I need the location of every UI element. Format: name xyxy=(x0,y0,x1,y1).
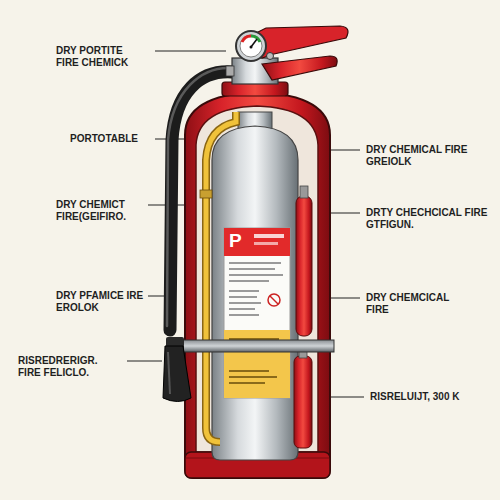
gas-cartridge xyxy=(294,356,312,448)
hose-fitting xyxy=(226,66,234,76)
gas-cartridge xyxy=(296,196,312,336)
leader-line xyxy=(155,51,226,52)
gauge-hub xyxy=(250,46,253,49)
label-holder: RISRELUIJT, 300 K xyxy=(370,391,494,403)
leader-line xyxy=(127,361,162,362)
tube-fitting xyxy=(200,190,212,198)
part-label: RISRELUIJT, 300 K xyxy=(370,391,494,403)
label-holder: DRY CHEMICT FIRE(GEIFIRO. xyxy=(56,199,156,223)
label-holder: P xyxy=(229,229,253,253)
label-holder: DRTY CHECHCICAL FIRE GTFIGUN. xyxy=(366,207,488,231)
label-holder: DRY CHEMICAL FIRE GREIOLK xyxy=(366,144,478,168)
carry-handle xyxy=(262,56,337,80)
body-shell xyxy=(185,92,330,478)
part-label: DRY CHEMICT FIRE(GEIFIRO. xyxy=(56,199,156,223)
label-holder: DRY CHEMCICAL FIRE xyxy=(366,292,466,316)
siphon-tube-edge xyxy=(206,112,236,442)
hose xyxy=(170,72,232,330)
part-label: DRTY CHECHCICAL FIRE GTFIGUN. xyxy=(366,207,488,231)
siphon-tube xyxy=(206,112,236,442)
tank-letter: P xyxy=(229,229,253,253)
part-label: DRY CHEMCICAL FIRE xyxy=(366,292,466,316)
gauge-face xyxy=(240,35,262,57)
part-label: DRY PORTITE FIRE CHEMICK xyxy=(56,45,148,69)
inner-cylinder xyxy=(212,126,298,460)
pivot-pin xyxy=(267,53,274,60)
hose-highlight xyxy=(167,68,230,326)
label-holder: RISREDRERIGR. FIRE FELICLO. xyxy=(18,355,122,379)
gauge-red-zone xyxy=(242,36,251,42)
label-holder: DRY PFAMICE IRE EROLOK xyxy=(56,290,148,314)
leader-line xyxy=(148,296,164,297)
label-holder: PORTOTABLE xyxy=(70,133,160,145)
label-holder: DRY PORTITE FIRE CHEMICK xyxy=(56,45,148,69)
part-label: RISREDRERIGR. FIRE FELICLO. xyxy=(18,355,122,379)
part-label: DRY CHEMICAL FIRE GREIOLK xyxy=(366,144,478,168)
cylinder-label xyxy=(224,228,290,398)
part-label: DRY PFAMICE IRE EROLOK xyxy=(56,290,148,314)
clamp-band xyxy=(178,340,334,352)
nozzle xyxy=(163,346,191,402)
cartridge-cap xyxy=(300,186,308,198)
pressure-gauge xyxy=(236,31,266,61)
part-label: PORTOTABLE xyxy=(70,133,160,145)
nozzle-highlight xyxy=(168,352,170,394)
